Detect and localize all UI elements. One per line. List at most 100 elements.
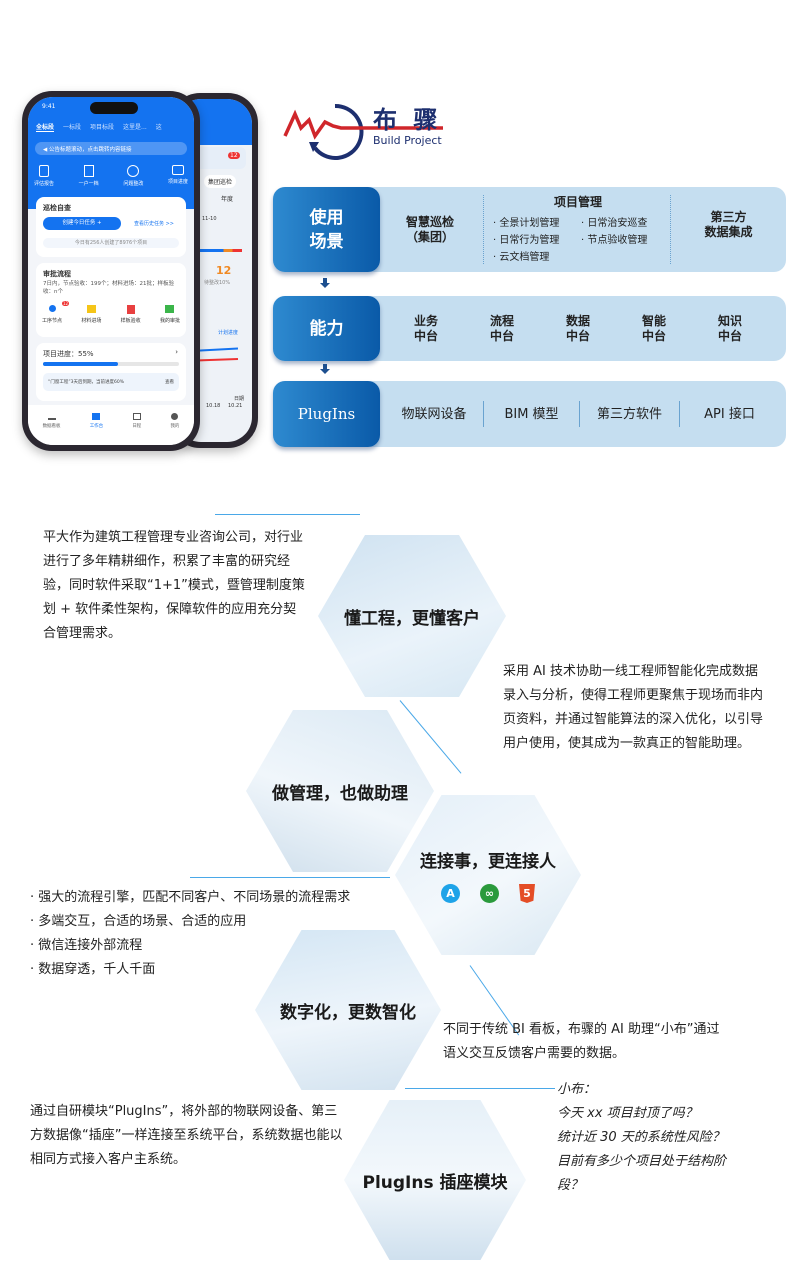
text-digital: 不同于传统 BI 看板，布骤的 AI 助理“小布”通过语义交互反馈客户需要的数据…	[443, 1022, 720, 1061]
nav-dashboard[interactable]: 数据看板	[43, 413, 61, 445]
project-management: 项目管理 · 全景计划管理 · 日常治安巡查 · 日常行为管理 · 节点验收管理…	[493, 193, 663, 266]
tip-text: “门窗工程”3天后到期，当前进度60%	[48, 380, 125, 385]
approval-item[interactable]: 工序节点	[42, 305, 62, 324]
hex-understand: 懂工程，更懂客户	[318, 535, 506, 697]
inspection-title: 巡检自查	[43, 204, 71, 212]
bar-chart-icon	[47, 413, 56, 420]
row-head: PlugIns	[273, 381, 380, 447]
inspection-card: 巡检自查 创建今日任务 + 查看历史任务 >> 今日有256人创建了8976个项…	[36, 197, 186, 257]
chevron-right-icon: ›	[175, 348, 178, 356]
shortcut-rectify[interactable]: 问题整改	[123, 165, 143, 187]
approval-title: 审批流程	[43, 270, 71, 278]
tab[interactable]: 这	[155, 124, 162, 131]
hex-assistant: 做管理，也做助理	[246, 710, 434, 872]
plugin: 第三方软件	[579, 401, 679, 427]
back-x-tick: 10.21	[228, 403, 243, 409]
tab[interactable]: 这里是...	[123, 124, 147, 131]
text-understand: 平大作为建筑工程管理专业咨询公司，对行业进行了多年精耕细作，积累了丰富的研究经验…	[43, 530, 305, 641]
label: 评估报告	[34, 181, 55, 187]
shortcut-progress[interactable]: 项目进度	[168, 165, 188, 187]
stamp-icon	[165, 305, 175, 313]
line: 今天 xx 项目封顶了吗？	[557, 1106, 698, 1121]
approval-card: 审批流程 7日内，节点验收：199个；材料进场：21批；样板验收：n个 12 工…	[36, 263, 186, 337]
progress-card[interactable]: 项目进度：55% › “门窗工程”3天后到期，当前进度60%查看	[36, 343, 186, 401]
notice-text: 公告标题滚动，点击跳转内容链接	[48, 147, 132, 153]
approval-summary: 7日内，节点验收：199个；材料进场：21批；样板验收：n个	[43, 281, 174, 295]
label: 我的审批	[159, 318, 180, 324]
approval-item[interactable]: 材料进场	[81, 305, 101, 324]
capability: 数据 中台	[565, 313, 590, 343]
text-plugins: 通过自研模块“PlugIns”，将外部的物联网设备、第三方数据像“插座”一样连接…	[30, 1104, 343, 1167]
bullet: · 数据穿透，千人千面	[30, 962, 156, 977]
back-period[interactable]: 年度	[221, 196, 234, 203]
item-inspection: 智慧巡检 （集团）	[405, 214, 454, 244]
approval-badge: 12	[62, 301, 70, 306]
back-legend: 计划进度	[218, 330, 239, 336]
progress-bar	[43, 362, 179, 366]
nav-workbench[interactable]: 工作台	[89, 413, 104, 445]
html5-icon: 5	[519, 884, 535, 903]
pm-item: · 全景计划管理	[493, 218, 560, 229]
bullet-list: · 强大的流程引擎，匹配不同客户、不同场景的流程需求 · 多端交互，合适的场景、…	[30, 886, 400, 982]
user-icon	[171, 413, 179, 420]
arrow-down-icon	[320, 278, 330, 288]
label: 项目进度	[167, 179, 188, 185]
capability: 业务 中台	[413, 313, 438, 343]
hex-title: 连接事，更连接人	[420, 852, 556, 872]
label: 数据看板	[42, 424, 61, 429]
label: 工序节点	[42, 318, 63, 324]
report-icon	[39, 165, 49, 177]
shortcut-report[interactable]: 评估报告	[34, 165, 54, 187]
workbench-icon	[92, 413, 101, 420]
line: 小布：	[557, 1082, 597, 1097]
hex-title: 懂工程，更懂客户	[344, 608, 480, 629]
node-icon	[48, 305, 56, 312]
tab[interactable]: 项目标段	[90, 124, 115, 131]
rectify-icon	[127, 165, 140, 177]
inspection-stats: 今日有256人创建了8976个项目	[43, 238, 179, 248]
pm-item: · 云文档管理	[493, 252, 550, 263]
row-plugins: PlugIns 物联网设备 BIM 模型 第三方软件 API 接口	[273, 381, 786, 447]
notice-bar[interactable]: ◀ 公告标题滚动，点击跳转内容链接	[35, 142, 187, 155]
history-link[interactable]: 查看历史任务 >>	[134, 221, 174, 227]
tab-all[interactable]: 全标段	[36, 124, 55, 132]
app-store-icon: A	[441, 884, 460, 903]
view-link[interactable]: 查看	[165, 380, 174, 385]
capability: 流程 中台	[489, 313, 514, 343]
approval-item[interactable]: 我的审批	[160, 305, 180, 324]
tab[interactable]: 一标段	[63, 124, 82, 131]
line: 统计近 30 天的系统性风险？	[557, 1130, 725, 1145]
label: 样板验收	[120, 318, 141, 324]
plugin: 物联网设备	[401, 406, 467, 422]
capability: 智能 中台	[641, 313, 666, 343]
label: 问题整改	[123, 181, 144, 187]
back-date: 11-10	[202, 216, 217, 222]
line: 目前有多少个项目处于结构阶段？	[557, 1154, 727, 1193]
nav-schedule[interactable]: 日程	[132, 413, 141, 445]
nav-me[interactable]: 我的	[170, 413, 179, 445]
logo-cn: 布 骤	[373, 106, 442, 134]
row-head: 使用 场景	[273, 187, 380, 272]
row-capabilities: 能力 业务 中台 流程 中台 数据 中台 智能 中台 知识 中台	[273, 296, 786, 361]
bottom-nav: 数据看板 工作台 日程 我的	[28, 405, 194, 445]
plugin: BIM 模型	[483, 401, 579, 427]
progress-icon	[171, 165, 184, 175]
approval-item[interactable]: 样板验收	[121, 305, 141, 324]
progress-tip: “门窗工程”3天后到期，当前进度60% 查看	[43, 373, 179, 391]
material-icon	[86, 305, 96, 313]
shortcuts: 评估报告 一户一档 问题整改 项目进度	[34, 165, 188, 187]
back-unit: 日期	[234, 396, 245, 402]
label: 工作台	[89, 424, 104, 429]
bullet: · 强大的流程引擎，匹配不同客户、不同场景的流程需求	[30, 890, 351, 905]
mini-program-icon: ∞	[480, 884, 499, 903]
create-task-button[interactable]: 创建今日任务 +	[43, 217, 121, 230]
item-third-party-data: 第三方 数据集成	[704, 209, 753, 239]
shortcut-archive[interactable]: 一户一档	[79, 165, 99, 187]
hex-connect: 连接事，更连接人 A ∞ 5	[395, 795, 581, 955]
logo-en: Build Project	[373, 134, 442, 147]
back-chip[interactable]: 集团巡检	[204, 175, 237, 188]
back-value-label: 待整改10%	[204, 280, 231, 286]
segment-tabs: 全标段 一标段 项目标段 这里是... 这	[36, 122, 162, 132]
status-time: 9:41	[42, 103, 56, 110]
back-badge: 12	[228, 152, 240, 159]
